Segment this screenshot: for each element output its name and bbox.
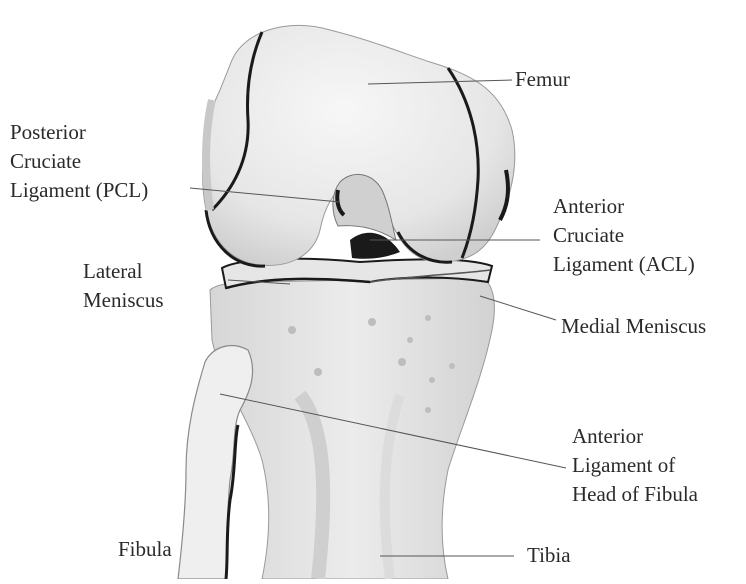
label-pcl: Posterior Cruciate Ligament (PCL) bbox=[10, 118, 148, 205]
label-femur: Femur bbox=[515, 65, 570, 94]
label-anterior-ligament-fibula: Anterior Ligament of Head of Fibula bbox=[572, 422, 698, 509]
label-fibula: Fibula bbox=[118, 535, 172, 564]
label-acl: Anterior Cruciate Ligament (ACL) bbox=[553, 192, 695, 279]
label-medial-meniscus: Medial Meniscus bbox=[561, 312, 706, 341]
fibula-bone bbox=[178, 346, 253, 579]
femur-bone bbox=[203, 25, 515, 266]
label-tibia: Tibia bbox=[527, 541, 571, 570]
label-lateral-meniscus: Lateral Meniscus bbox=[83, 257, 164, 315]
tibia-bone bbox=[210, 278, 494, 579]
